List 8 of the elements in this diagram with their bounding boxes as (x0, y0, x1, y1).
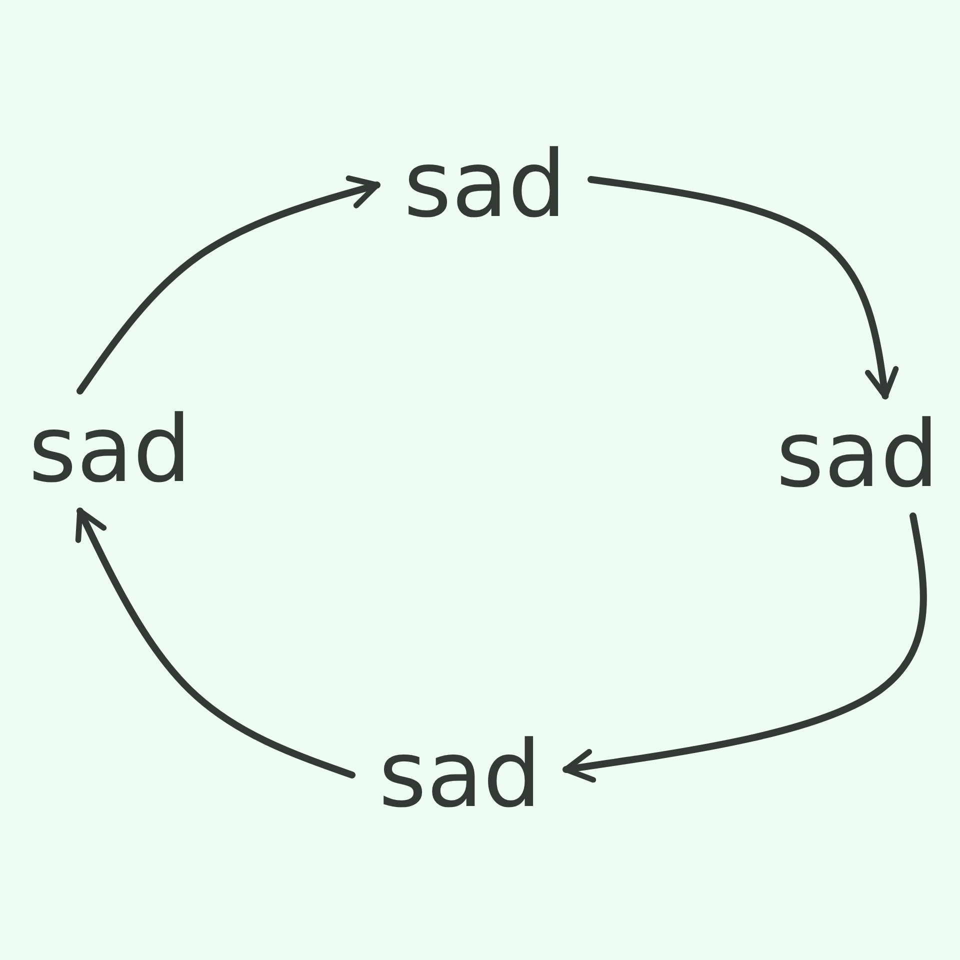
curved-arrow (562, 512, 927, 783)
curved-arrow (588, 176, 899, 400)
state-label: sad (378, 729, 542, 821)
state-label: sad (776, 409, 939, 501)
state-label: sad (404, 139, 566, 231)
curved-arrow (76, 175, 380, 394)
state-label: sad (28, 404, 192, 496)
curved-arrow (75, 508, 356, 778)
